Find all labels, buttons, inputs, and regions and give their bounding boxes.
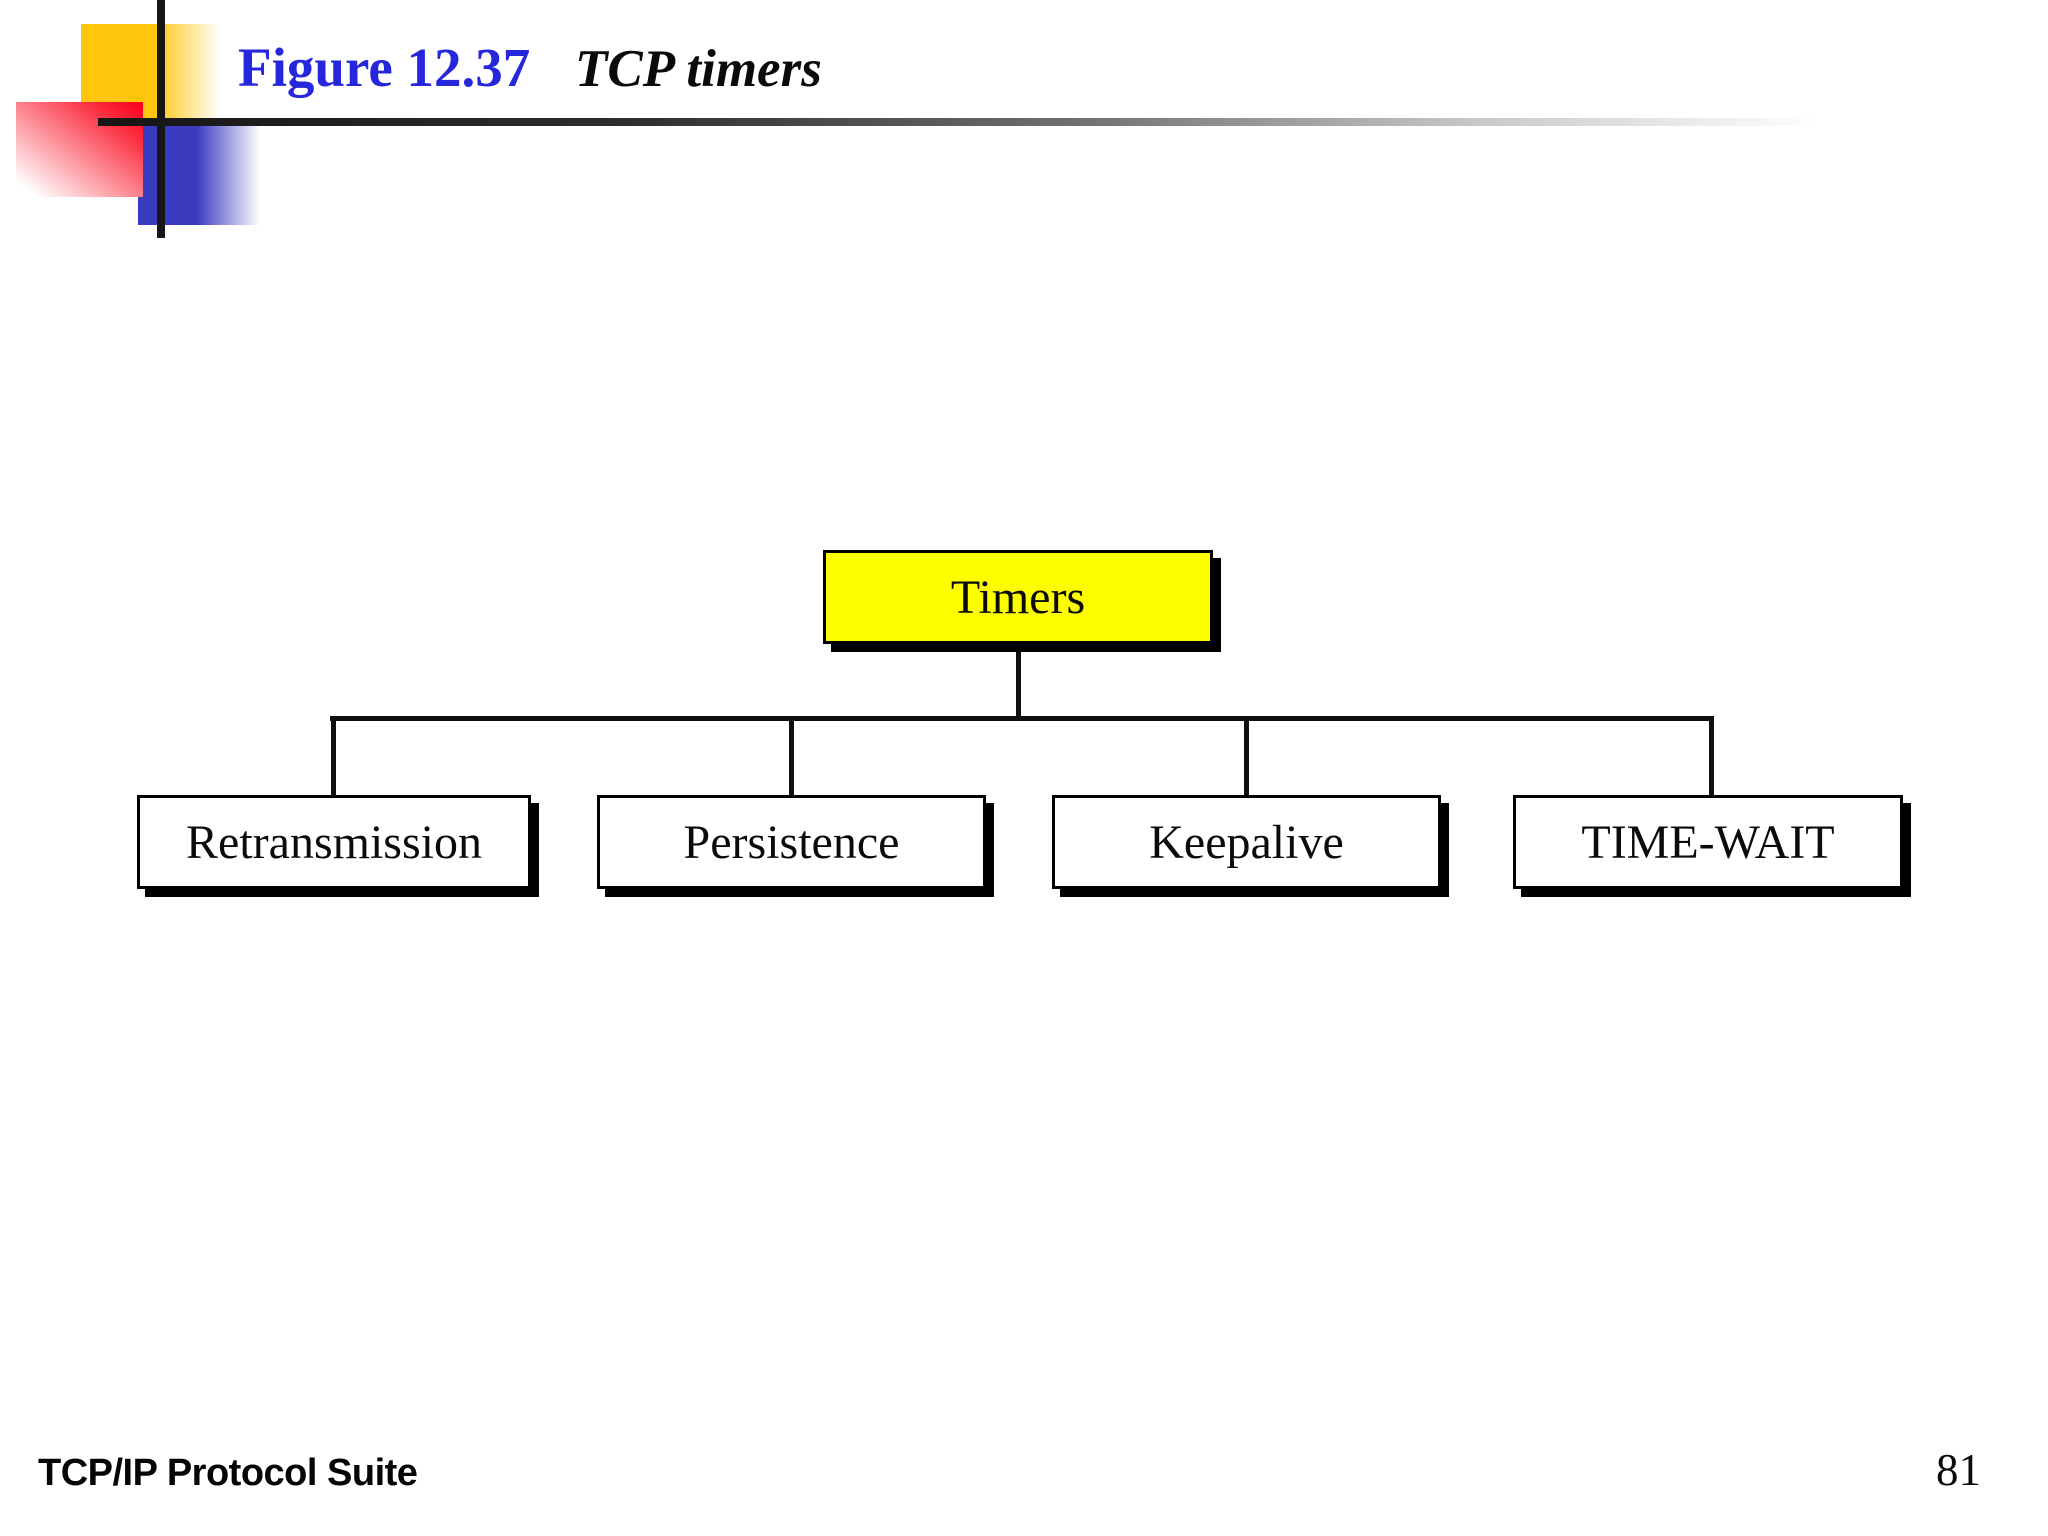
connector-drop-time-wait bbox=[1709, 716, 1714, 796]
connector-drop-retransmission bbox=[331, 716, 336, 796]
diagram-box-persistence-label: Persistence bbox=[683, 815, 900, 869]
footer-title: TCP/IP Protocol Suite bbox=[38, 1452, 418, 1494]
diagram-box-timers: Timers bbox=[823, 550, 1213, 644]
diagram-box-timers-label: Timers bbox=[950, 570, 1086, 624]
diagram-box-retransmission-label: Retransmission bbox=[186, 815, 482, 869]
connector-root-stem bbox=[1016, 642, 1021, 718]
header-divider-rule bbox=[98, 118, 1873, 126]
connector-drop-keepalive bbox=[1244, 716, 1249, 796]
page-number: 81 bbox=[1936, 1445, 1981, 1495]
diagram-box-time-wait-label: TIME-WAIT bbox=[1581, 815, 1835, 869]
connector-horizontal-bar bbox=[330, 716, 1714, 721]
figure-title: TCP timers bbox=[575, 40, 822, 98]
diagram-box-persistence: Persistence bbox=[597, 795, 986, 889]
diagram-box-keepalive: Keepalive bbox=[1052, 795, 1441, 889]
logo-red-square bbox=[16, 102, 143, 197]
diagram-box-keepalive-label: Keepalive bbox=[1149, 815, 1344, 869]
diagram-box-time-wait: TIME-WAIT bbox=[1513, 795, 1903, 889]
connector-drop-persistence bbox=[789, 716, 794, 796]
figure-label: Figure 12.37 bbox=[238, 37, 531, 98]
diagram-box-retransmission: Retransmission bbox=[137, 795, 531, 889]
